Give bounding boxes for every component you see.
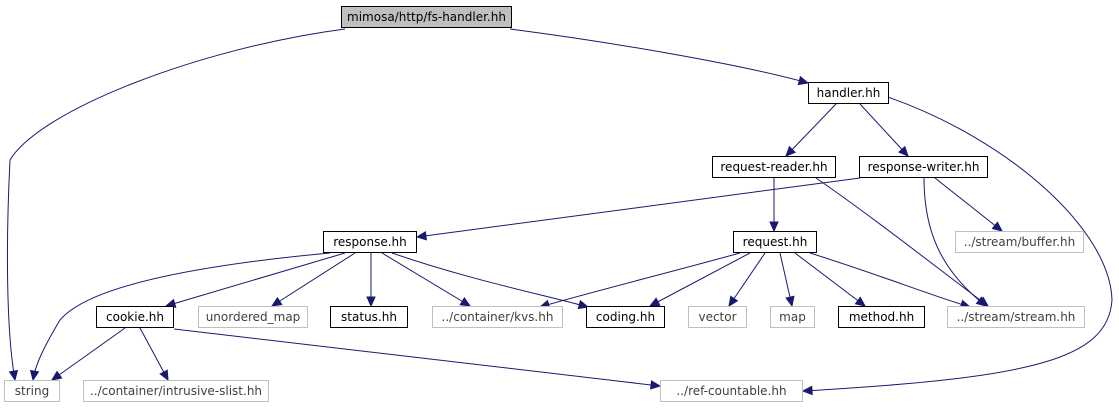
edge-request-to-stream <box>809 252 971 308</box>
edge-response-to-coding-arrowhead <box>577 299 590 310</box>
edge-response-to-cookie <box>165 252 346 307</box>
edge-response-writer-to-response-arrowhead <box>415 231 428 241</box>
edge-handler-to-response-writer-arrowhead <box>898 145 909 157</box>
edge-fs-handler-to-handler <box>509 28 809 84</box>
node-intrusive-slist: ../container/intrusive-slist.hh <box>83 380 269 402</box>
edge-cookie-to-intrusive-slist-arrowhead <box>159 369 169 382</box>
edge-response-to-container-kvs <box>381 252 471 307</box>
edge-response-writer-to-stream <box>923 177 987 307</box>
edge-response-to-unordered-map <box>271 252 356 307</box>
edge-handler-to-request-reader <box>785 103 837 157</box>
edge-response-to-string-arrowhead <box>29 369 40 382</box>
node-method[interactable]: method.hh <box>838 306 925 328</box>
edge-request-to-vector <box>728 252 766 307</box>
edge-request-to-method-arrowhead <box>854 296 866 307</box>
edge-response-to-container-kvs-arrowhead <box>459 297 472 307</box>
edge-request-to-container-kvs <box>539 252 741 308</box>
node-ref-countable: ../ref-countable.hh <box>660 380 803 402</box>
edge-response-to-coding <box>391 252 589 308</box>
edge-response-writer-to-buffer-arrowhead <box>991 221 1003 232</box>
edge-handler-to-ref-countable <box>802 96 1113 392</box>
edge-fs-handler-to-string-arrowhead <box>8 369 19 382</box>
node-cookie[interactable]: cookie.hh <box>96 306 174 328</box>
edge-cookie-to-intrusive-slist <box>139 327 169 381</box>
edge-handler-to-request-reader-arrowhead <box>785 145 797 157</box>
edge-fs-handler-to-string <box>6 28 346 381</box>
node-stream-buffer: ../stream/buffer.hh <box>955 231 1084 253</box>
node-map: map <box>770 306 815 328</box>
node-container-kvs: ../container/kvs.hh <box>432 306 563 328</box>
node-string: string <box>4 380 60 402</box>
edge-request-to-coding-arrowhead <box>648 297 661 307</box>
edge-cookie-to-string <box>51 327 126 381</box>
node-coding[interactable]: coding.hh <box>586 306 665 328</box>
edge-cookie-to-string-arrowhead <box>50 370 63 381</box>
node-response[interactable]: response.hh <box>323 231 417 253</box>
edge-cookie-to-ref-countable <box>173 328 661 387</box>
node-status[interactable]: status.hh <box>330 306 408 328</box>
edge-request-to-vector-arrowhead <box>728 295 739 308</box>
node-stream-stream: ../stream/stream.hh <box>947 306 1085 328</box>
node-unordered-map: unordered_map <box>198 306 308 328</box>
node-handler[interactable]: handler.hh <box>808 82 889 104</box>
node-request-reader[interactable]: request-reader.hh <box>712 156 836 178</box>
node-vector: vector <box>688 306 747 328</box>
edge-response-to-status-arrowhead <box>366 296 376 308</box>
edge-handler-to-ref-countable-arrowhead <box>801 385 813 396</box>
edge-response-to-unordered-map-arrowhead <box>270 296 283 307</box>
node-request[interactable]: request.hh <box>733 231 817 253</box>
edge-fs-handler-to-handler-arrowhead <box>797 75 810 86</box>
edge-response-writer-to-buffer <box>934 177 1003 232</box>
edge-request-to-coding <box>649 252 751 307</box>
edge-response-writer-to-response <box>416 177 861 238</box>
edge-request-reader-to-request-arrowhead <box>769 221 779 233</box>
edge-response-to-string <box>32 252 331 381</box>
edge-request-to-method <box>794 252 866 307</box>
edge-request-to-map-arrowhead <box>785 295 795 308</box>
edge-response-writer-to-stream-arrowhead <box>975 296 987 307</box>
edge-handler-to-response-writer <box>859 103 909 157</box>
node-fs-handler[interactable]: mimosa/http/fs-handler.hh <box>341 6 512 28</box>
node-response-writer[interactable]: response-writer.hh <box>859 156 988 178</box>
edge-cookie-to-ref-countable-arrowhead <box>650 380 662 390</box>
